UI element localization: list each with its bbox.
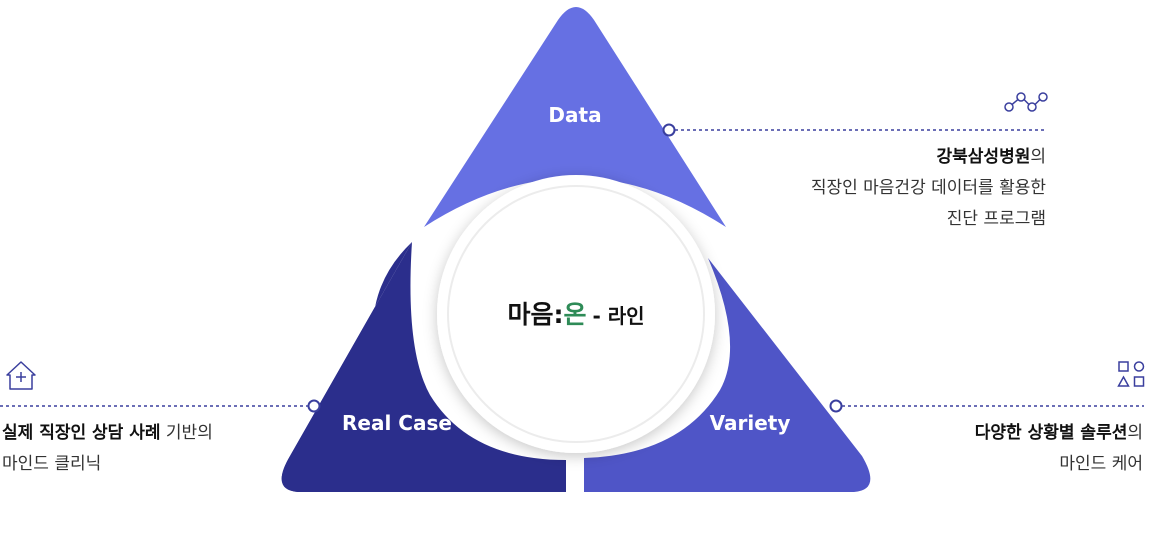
connector-data-dot <box>662 123 676 137</box>
desc-realcase-line2: 마인드 클리닉 <box>2 454 102 474</box>
desc-variety: 다양한 상황별 솔루션의 마인드 케어 <box>975 418 1143 480</box>
desc-realcase-line1: 실제 직장인 상담 사례 기반의 <box>2 418 213 449</box>
segment-variety-label: Variety <box>710 411 791 435</box>
nodes-graph-icon <box>1004 92 1048 112</box>
desc-data-line1: 강북삼성병원의 <box>811 142 1046 173</box>
brand-part2: - 라인 <box>592 304 644 328</box>
desc-variety-suffix: 의 <box>1127 423 1143 443</box>
connector-variety-dot <box>829 399 843 413</box>
desc-variety-line1: 다양한 상황별 솔루션의 <box>975 418 1143 449</box>
segment-variety <box>584 258 871 492</box>
desc-realcase-suffix: 기반의 <box>160 423 213 443</box>
segment-realcase-inner <box>281 242 566 492</box>
desc-realcase: 실제 직장인 상담 사례 기반의 마인드 클리닉 <box>2 418 213 480</box>
house-plus-icon <box>6 361 36 390</box>
center-circle-ring <box>447 185 705 443</box>
connector-realcase-dot <box>307 399 321 413</box>
shapes-icon <box>1117 361 1145 387</box>
desc-data-line2: 직장인 마음건강 데이터를 활용한 <box>810 178 1046 198</box>
desc-data-suffix: 의 <box>1030 147 1046 167</box>
segment-realcase-label: Real Case <box>342 411 452 435</box>
desc-data-line3: 진단 프로그램 <box>946 209 1046 229</box>
desc-variety-line2: 마인드 케어 <box>1059 454 1143 474</box>
brand-part1: 마음: <box>507 300 563 329</box>
desc-data-bold: 강북삼성병원 <box>936 147 1031 167</box>
desc-realcase-bold: 실제 직장인 상담 사례 <box>2 423 161 443</box>
desc-variety-bold: 다양한 상황별 솔루션 <box>974 423 1128 443</box>
brand-highlight: 온 <box>563 300 586 329</box>
center-brand: 마음:온- 라인 <box>507 300 644 329</box>
segment-data-label: Data <box>548 103 601 127</box>
desc-data: 강북삼성병원의 직장인 마음건강 데이터를 활용한 진단 프로그램 <box>811 142 1046 235</box>
segment-data <box>424 7 726 227</box>
